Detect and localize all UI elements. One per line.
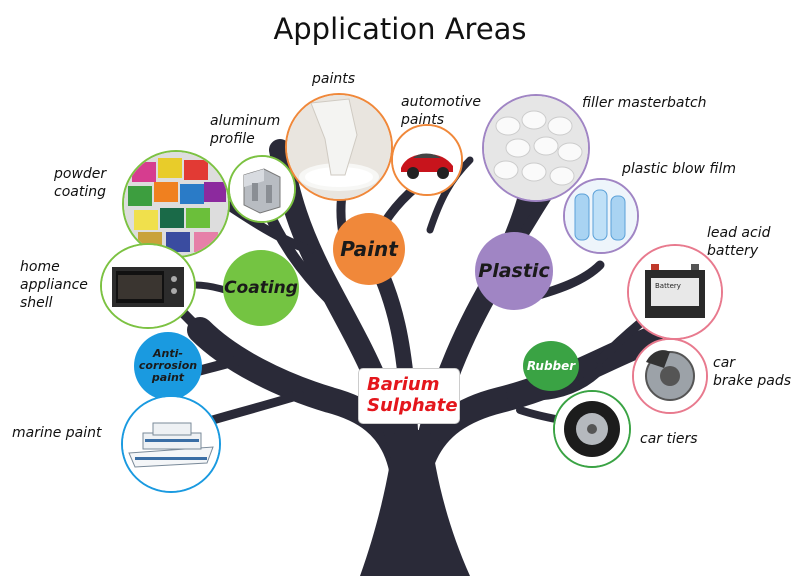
label-powder-coating: powder coating xyxy=(54,165,106,201)
category-coating: Coating xyxy=(223,250,299,326)
category-anticorrosion-line1: Anti- xyxy=(153,347,183,360)
label-powder-coating-line1: powder xyxy=(54,166,107,182)
plastic-blow-film-image xyxy=(563,178,639,254)
category-paint-label: Paint xyxy=(340,237,398,261)
label-car-tiers-line1: car tiers xyxy=(640,431,698,447)
label-marine-paint-line1: marine paint xyxy=(12,425,102,441)
powder-coating-image xyxy=(122,150,230,258)
label-automotive-paints: automotive paints xyxy=(401,93,481,129)
lead-acid-battery-image: Battery xyxy=(627,244,723,340)
label-marine-paint: marine paint xyxy=(12,424,102,442)
category-anticorrosion-line2: corrosion xyxy=(138,359,198,372)
label-car-brake-pads-line2: brake pads xyxy=(713,373,792,389)
label-lead-acid-battery: lead acid battery xyxy=(707,224,770,260)
center-label-line2: Sulphate xyxy=(367,395,458,416)
center-label-line1: Barium xyxy=(367,374,440,395)
category-rubber-label: Rubber xyxy=(526,359,576,373)
diagram-title: Application Areas xyxy=(273,12,527,46)
label-car-brake-pads-line1: car xyxy=(713,355,736,371)
label-automotive-paints-line2: paints xyxy=(401,112,445,128)
paints-image xyxy=(285,93,393,201)
category-coating-label: Coating xyxy=(224,278,298,298)
label-powder-coating-line2: coating xyxy=(54,184,106,200)
label-lead-acid-battery-line1: lead acid xyxy=(707,225,771,241)
home-appliance-shell-image xyxy=(100,243,196,329)
label-aluminum-profile-line1: aluminum xyxy=(210,113,281,129)
category-anticorrosion-line3: paint xyxy=(151,371,185,384)
aluminum-profile-image xyxy=(228,155,296,223)
label-lead-acid-battery-line2: battery xyxy=(707,243,759,259)
label-car-brake-pads: car brake pads xyxy=(713,354,791,390)
label-aluminum-profile: aluminum profile xyxy=(210,112,280,148)
label-aluminum-profile-line2: profile xyxy=(210,131,255,147)
filler-masterbatch-image xyxy=(482,94,590,202)
label-filler-masterbatch: filler masterbatch xyxy=(582,94,707,112)
label-plastic-blow-film: plastic blow film xyxy=(622,160,736,178)
label-home-appliance-shell: home appliance shell xyxy=(20,258,88,312)
battery-label-text: Battery xyxy=(655,282,681,290)
center-label-box: Barium Sulphate xyxy=(358,368,460,424)
category-anticorrosion: Anti- corrosion paint xyxy=(134,332,202,400)
marine-paint-image xyxy=(121,395,221,493)
label-filler-masterbatch-line1: filler masterbatch xyxy=(582,95,707,111)
car-brake-pads-image xyxy=(632,338,708,414)
label-paints: paints xyxy=(312,70,355,88)
category-rubber: Rubber xyxy=(523,341,579,391)
label-plastic-blow-film-line1: plastic blow film xyxy=(622,161,736,177)
label-home-appliance-shell-line3: shell xyxy=(20,295,53,311)
label-automotive-paints-line1: automotive xyxy=(401,94,481,110)
label-car-tiers: car tiers xyxy=(640,430,698,448)
label-paints-line1: paints xyxy=(312,71,356,87)
category-paint: Paint xyxy=(333,213,405,285)
category-plastic-label: Plastic xyxy=(478,260,550,282)
car-tiers-image xyxy=(553,390,631,468)
category-plastic: Plastic xyxy=(475,232,553,310)
label-home-appliance-shell-line2: appliance xyxy=(20,277,88,293)
label-home-appliance-shell-line1: home xyxy=(20,259,60,275)
automotive-paints-image xyxy=(391,124,463,196)
